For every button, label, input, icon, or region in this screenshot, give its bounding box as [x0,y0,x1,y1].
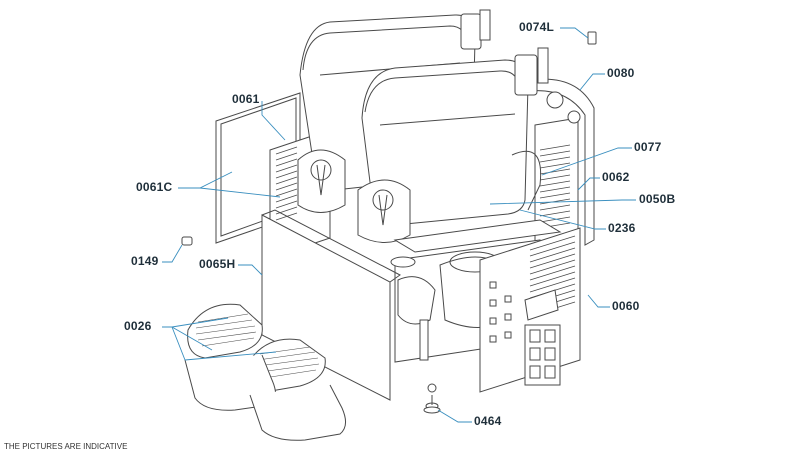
part-label-0236: 0236 [608,221,636,235]
leader-0080 [579,73,605,91]
part-label-0080: 0080 [607,66,635,80]
part-0074L-shape [587,31,597,45]
leader-lines [162,27,636,423]
leader-0062 [577,177,600,191]
part-label-0061: 0061 [232,92,260,106]
leader-0077 [541,147,632,176]
leader-0236 [519,209,606,230]
leader-0074L [560,27,589,39]
part-label-0061C: 0061C [136,180,173,194]
leader-0026-c [171,326,186,361]
bowl-right [361,47,581,226]
part-label-0464: 0464 [474,414,502,428]
part-label-0077: 0077 [634,140,662,154]
right-electrical-panel [479,227,581,393]
disclaimer-note: THE PICTURES ARE INDICATIVE [4,442,128,451]
part-label-0062: 0062 [602,170,630,184]
part-label-0149: 0149 [131,254,159,268]
leader-0464 [437,409,472,423]
leader-0060 [587,294,610,308]
part-label-0074L: 0074L [519,20,555,34]
leader-0065H [238,264,263,276]
leader-0061 [261,101,286,141]
rear-right-panel [519,78,595,246]
leader-0149 [162,244,183,263]
part-label-0026: 0026 [124,319,152,333]
leader-0061C-b [199,187,281,198]
leader-0050B [489,199,636,205]
part-label-0060: 0060 [612,299,640,313]
part-0149-shape [181,236,193,246]
leader-0026-b [171,326,213,351]
part-label-0065H: 0065H [199,257,236,271]
leader-0026-d [184,351,277,361]
small-parts [181,31,597,414]
part-label-0050B: 0050B [639,192,676,206]
dispensing-taps [297,149,411,243]
